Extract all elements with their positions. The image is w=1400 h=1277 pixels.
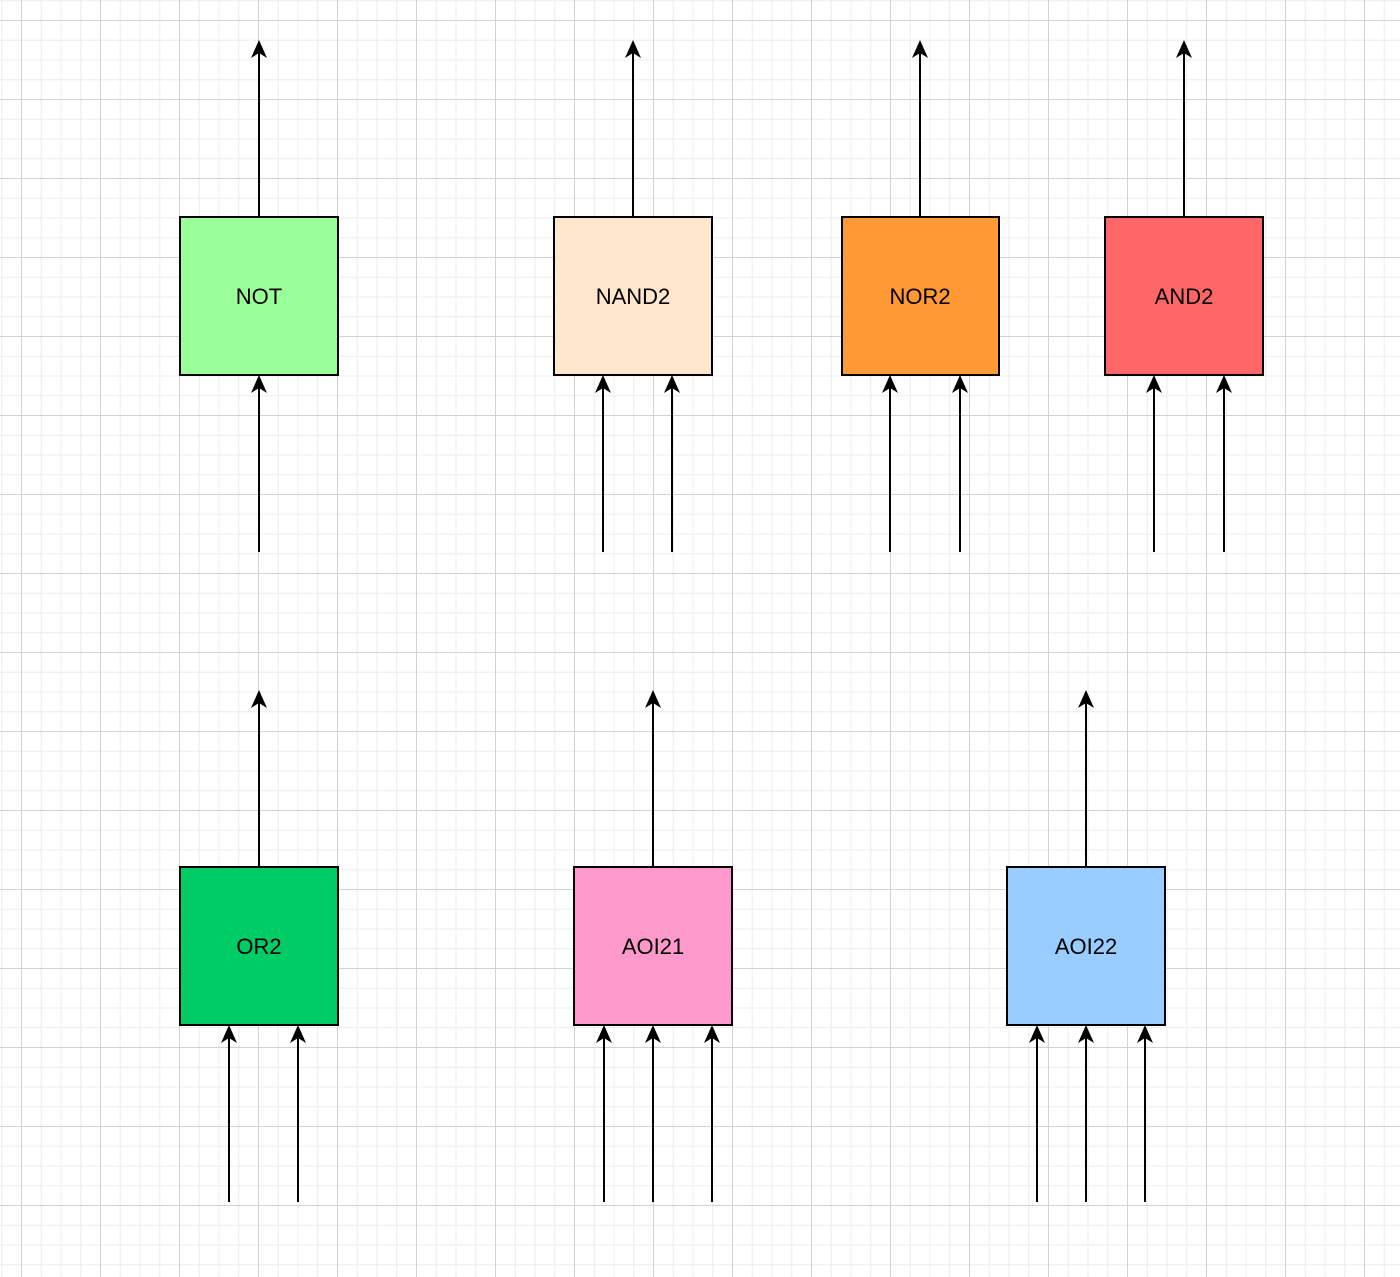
input-arrows: [221, 375, 1232, 1202]
gate-or2-box: [179, 866, 339, 1026]
gate-aoi21-label: AOI21: [622, 934, 684, 959]
gate-nor2-label: NOR2: [889, 284, 950, 309]
output-arrow[interactable]: [251, 40, 267, 217]
input-arrow[interactable]: [645, 1025, 661, 1202]
output-arrow[interactable]: [625, 40, 641, 217]
output-arrow[interactable]: [1078, 690, 1094, 867]
gate-or2-label: OR2: [236, 934, 281, 959]
input-arrow[interactable]: [952, 375, 968, 552]
input-arrow[interactable]: [704, 1025, 720, 1202]
input-arrow[interactable]: [596, 1025, 612, 1202]
gate-or2[interactable]: OR2: [179, 866, 339, 1026]
output-arrow[interactable]: [251, 690, 267, 867]
output-arrow[interactable]: [1176, 40, 1192, 217]
output-arrow[interactable]: [912, 40, 928, 217]
output-arrows: [251, 40, 1192, 867]
gate-nand2-box: [553, 216, 713, 376]
input-arrow[interactable]: [1078, 1025, 1094, 1202]
gate-aoi22-label: AOI22: [1055, 934, 1117, 959]
input-arrow[interactable]: [1146, 375, 1162, 552]
input-arrow[interactable]: [1029, 1025, 1045, 1202]
input-arrow[interactable]: [290, 1025, 306, 1202]
gate-not[interactable]: NOT: [179, 216, 339, 376]
gate-and2-box: [1104, 216, 1264, 376]
input-arrow[interactable]: [595, 375, 611, 552]
input-arrow[interactable]: [251, 375, 267, 552]
gate-aoi21-box: [573, 866, 733, 1026]
input-arrow[interactable]: [664, 375, 680, 552]
gate-nand2-label: NAND2: [596, 284, 671, 309]
input-arrow[interactable]: [1137, 1025, 1153, 1202]
gate-not-label: NOT: [236, 284, 282, 309]
output-arrow[interactable]: [645, 690, 661, 867]
gate-nor2[interactable]: NOR2: [841, 216, 1000, 376]
input-arrow[interactable]: [221, 1025, 237, 1202]
gate-and2[interactable]: AND2: [1104, 216, 1264, 376]
gate-and2-label: AND2: [1155, 284, 1214, 309]
gate-nand2[interactable]: NAND2: [553, 216, 713, 376]
gate-aoi22[interactable]: AOI22: [1006, 866, 1166, 1026]
gate-aoi21[interactable]: AOI21: [573, 866, 733, 1026]
gate-not-box: [179, 216, 339, 376]
input-arrow[interactable]: [1216, 375, 1232, 552]
input-arrow[interactable]: [882, 375, 898, 552]
